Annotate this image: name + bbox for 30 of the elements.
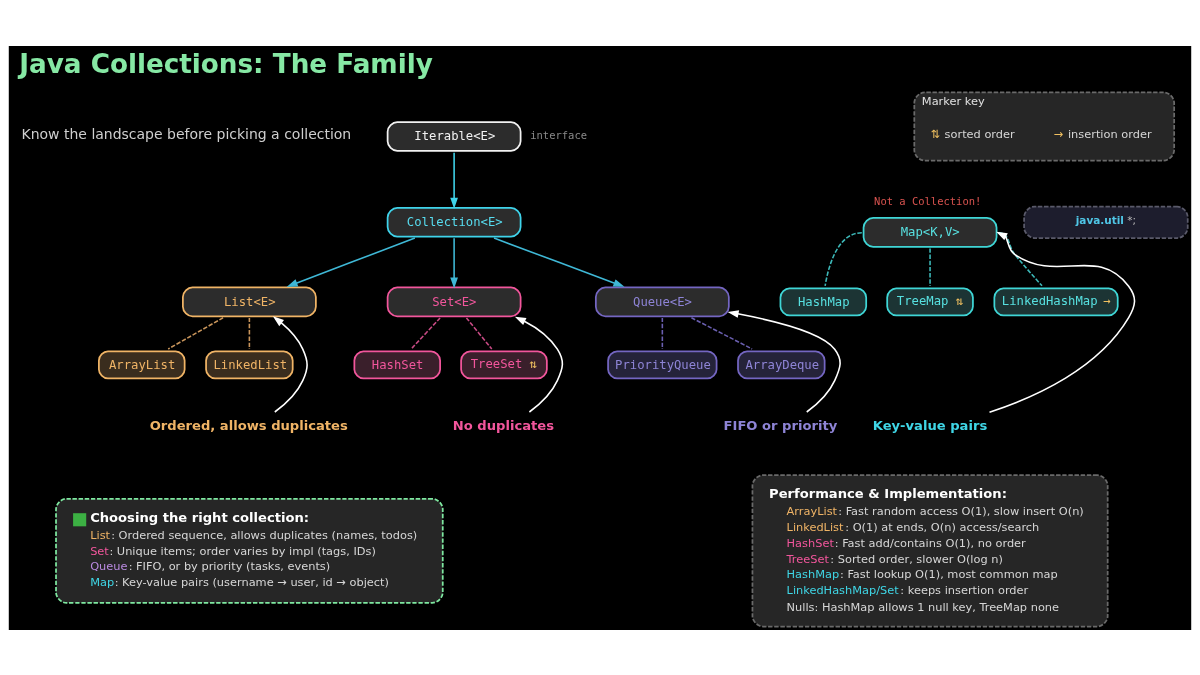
connector [929, 247, 931, 287]
node-text: Ordered, allows duplicates [149, 417, 348, 433]
label: Know the landscape before picking a collection [21, 125, 352, 142]
arrow [450, 151, 458, 209]
connector [824, 231, 863, 287]
connector [661, 316, 664, 350]
arrow [493, 236, 625, 287]
arrow [727, 309, 841, 413]
arrow [514, 316, 564, 413]
connector [248, 316, 251, 350]
arrow [988, 231, 1136, 413]
connector [690, 316, 753, 350]
arrow [272, 315, 308, 413]
arrow [450, 236, 458, 288]
connector [167, 316, 224, 350]
node-label: interface [530, 128, 588, 141]
legend-label: → insertion order [1053, 126, 1152, 141]
connector [410, 316, 441, 350]
node-box: java.util *; [1023, 205, 1189, 239]
arrow [286, 236, 416, 287]
node-box: Performance & Implementation: ArrayList: Fast random access O(1), slow insert O(n) LinkedList: O(1) at ends, O(n) access/search HashSet: Fast add/contains O(1), no order TreeSet: Sorted order, slower O(log n) HashMap: Fast lookup O(1), most common map LinkedHashMap/Set: keeps insertion order Nulls: HashMap allows 1 null key, TreeMap none [751, 473, 1109, 627]
node-text: Key-value pairs [872, 417, 988, 433]
node-label: Not a Collection! [874, 194, 982, 207]
connector [997, 231, 1043, 287]
node-text: No duplicates [452, 417, 555, 433]
node-box: Choosing the right collection: List: Ordered sequence, allows duplicates (names, todos) Set: Unique items; order varies by impl (tags, IDs) Queue: FIFO, or by priority (tasks, events) Map: Key-value pairs (username → user, id → object) [55, 497, 444, 604]
node-text: FIFO or priority [723, 417, 838, 433]
diagram-title: Java Collections: The Family [19, 48, 433, 79]
connector [465, 316, 493, 350]
legend-label: ⇅ sorted order [930, 126, 1015, 141]
